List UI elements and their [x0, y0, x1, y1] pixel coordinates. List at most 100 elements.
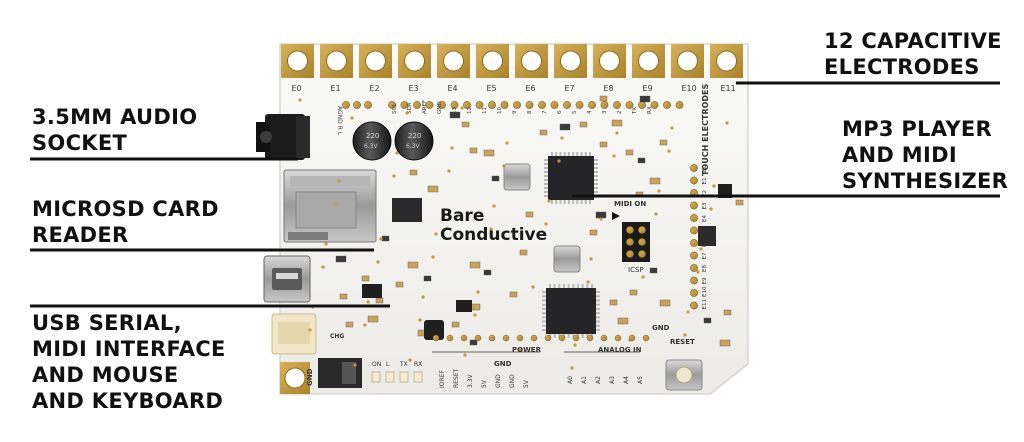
power-pin-label-3: 5V [481, 379, 488, 388]
electrode-label-2: E2 [370, 84, 380, 93]
electrode-label-10: E10 [682, 84, 697, 93]
top-pin-label-16: TX [632, 107, 638, 115]
mp3-midi-chip [544, 152, 598, 204]
top-pin-label-4: 13 [452, 107, 458, 114]
header-pin [400, 101, 409, 109]
top-pin-label-3: GND [437, 101, 443, 114]
header-pin [638, 101, 646, 109]
small-components [298, 95, 744, 370]
bottom-silkscreen: POWER GND ANALOG IN GND CHG GND AGND R L [306, 106, 670, 386]
led-3 [413, 371, 423, 383]
header-pin [500, 101, 509, 109]
header-pin [613, 101, 621, 109]
header-pin [550, 101, 559, 109]
touch-electrodes-label: TOUCH ELECTRODES [701, 83, 710, 176]
power-pin-label-0: IOREF [439, 370, 446, 388]
led-0 [371, 371, 381, 383]
analog-pin-label-5: A5 [637, 376, 644, 384]
logo-bare: Bare [440, 206, 484, 226]
electrode-label-0: E0 [292, 84, 302, 93]
electrode-pad-4: E4 [437, 44, 470, 93]
callout-usb-line3: AND MOUSE [32, 363, 179, 387]
analog-pin-label-1: A1 [581, 376, 588, 384]
power-label: POWER [512, 346, 542, 354]
callout-electrodes-line1: 12 CAPACITIVE [824, 29, 1002, 53]
top-pin-label-12: 5 [572, 110, 578, 114]
electrode-label-3: E3 [409, 84, 419, 93]
header-pin [525, 101, 534, 109]
gnd-label: GND [494, 360, 512, 368]
electrode-label-5: E5 [487, 84, 497, 93]
led-label-1: L [386, 361, 390, 368]
callout-audio: 3.5MM AUDIO SOCKET [32, 104, 197, 156]
electrode-pad-6: E6 [515, 44, 548, 93]
power-switch [318, 358, 362, 388]
microcontroller-chip [542, 284, 600, 338]
top-pin-label-1: SDA [407, 102, 413, 114]
analog-pin-label-3: A3 [609, 376, 616, 384]
top-pin-label-5: 12 [467, 107, 473, 114]
electrode-pad-9: E9 [632, 44, 665, 93]
led-label-2: TX [399, 361, 408, 368]
crystal-2 [553, 245, 581, 273]
touch-pin-label-4: E4 [702, 215, 708, 222]
touch-pin-9 [690, 276, 698, 285]
led-label-3: RX [414, 361, 422, 368]
electrode-pad-10: E10 [671, 44, 704, 93]
electrode-pad-3: E3 [398, 44, 431, 93]
top-pin-label-13: 4 [587, 110, 593, 114]
battery-connector [271, 313, 317, 355]
touch-pin-6 [690, 239, 698, 247]
electrode-label-11: E11 [721, 84, 736, 93]
callout-audio-line2: SOCKET [32, 131, 128, 155]
agnd-label: AGND R L [336, 106, 343, 136]
audio-pin [342, 101, 350, 109]
touch-pin-8 [690, 264, 698, 272]
gnd-right-label: GND [652, 324, 670, 332]
chg-label: CHG [330, 333, 344, 340]
logo-conductive: Conductive [440, 225, 547, 245]
midi-on-label: MIDI ON [614, 200, 646, 208]
capacitors: 220 220 6.3V 6.3V [352, 121, 434, 161]
touch-pin-11 [690, 301, 698, 310]
callout-usb-line4: AND KEYBOARD [32, 389, 224, 413]
usb-connector [263, 255, 311, 303]
callout-microsd-line1: MICROSD CARD [32, 197, 219, 221]
header-pin [475, 101, 484, 109]
header-pin [563, 101, 571, 109]
header-pin [663, 101, 671, 109]
top-pin-label-14: 3 [602, 110, 608, 114]
touch-pin-0 [690, 164, 698, 172]
touch-pin-label-8: E8 [702, 265, 708, 272]
electrode-pad-1: E1 [320, 44, 353, 93]
top-pin-label-9: 8 [527, 110, 533, 114]
top-pin-label-15: 2 [617, 111, 623, 115]
top-pin-label-8: 9 [512, 110, 518, 114]
header-pin [388, 101, 396, 109]
power-pin-label-2: 3.3V [467, 373, 474, 388]
leader-lines [30, 81, 1000, 308]
electrode-label-7: E7 [565, 84, 575, 93]
top-pin-label-6: 11 [482, 107, 488, 114]
led-2 [399, 371, 409, 383]
power-pin-label-1: RESET [453, 368, 460, 388]
audio-jack [256, 114, 310, 160]
callout-mp3-line3: SYNTHESIZER [842, 169, 1009, 193]
touch-pin-label-7: E7 [702, 252, 708, 259]
power-pin-label-5: GND [509, 374, 516, 388]
header-pin [450, 101, 459, 109]
cap-volt-1: 6.3V [364, 143, 379, 150]
callout-usb-line2: MIDI INTERFACE [32, 337, 226, 361]
top-pin-label-0: SCL [392, 103, 398, 114]
header-pin [425, 101, 434, 109]
electrode-label-4: E4 [448, 84, 458, 93]
electrode-label-9: E9 [643, 84, 653, 93]
touch-pin-10 [690, 289, 698, 297]
top-pin-label-2: AREF [422, 100, 428, 114]
audio-pin [353, 101, 361, 109]
electrode-pad-2: E2 [359, 44, 392, 93]
electrode-pad-5: E5 [476, 44, 509, 93]
led-1 [385, 371, 395, 383]
